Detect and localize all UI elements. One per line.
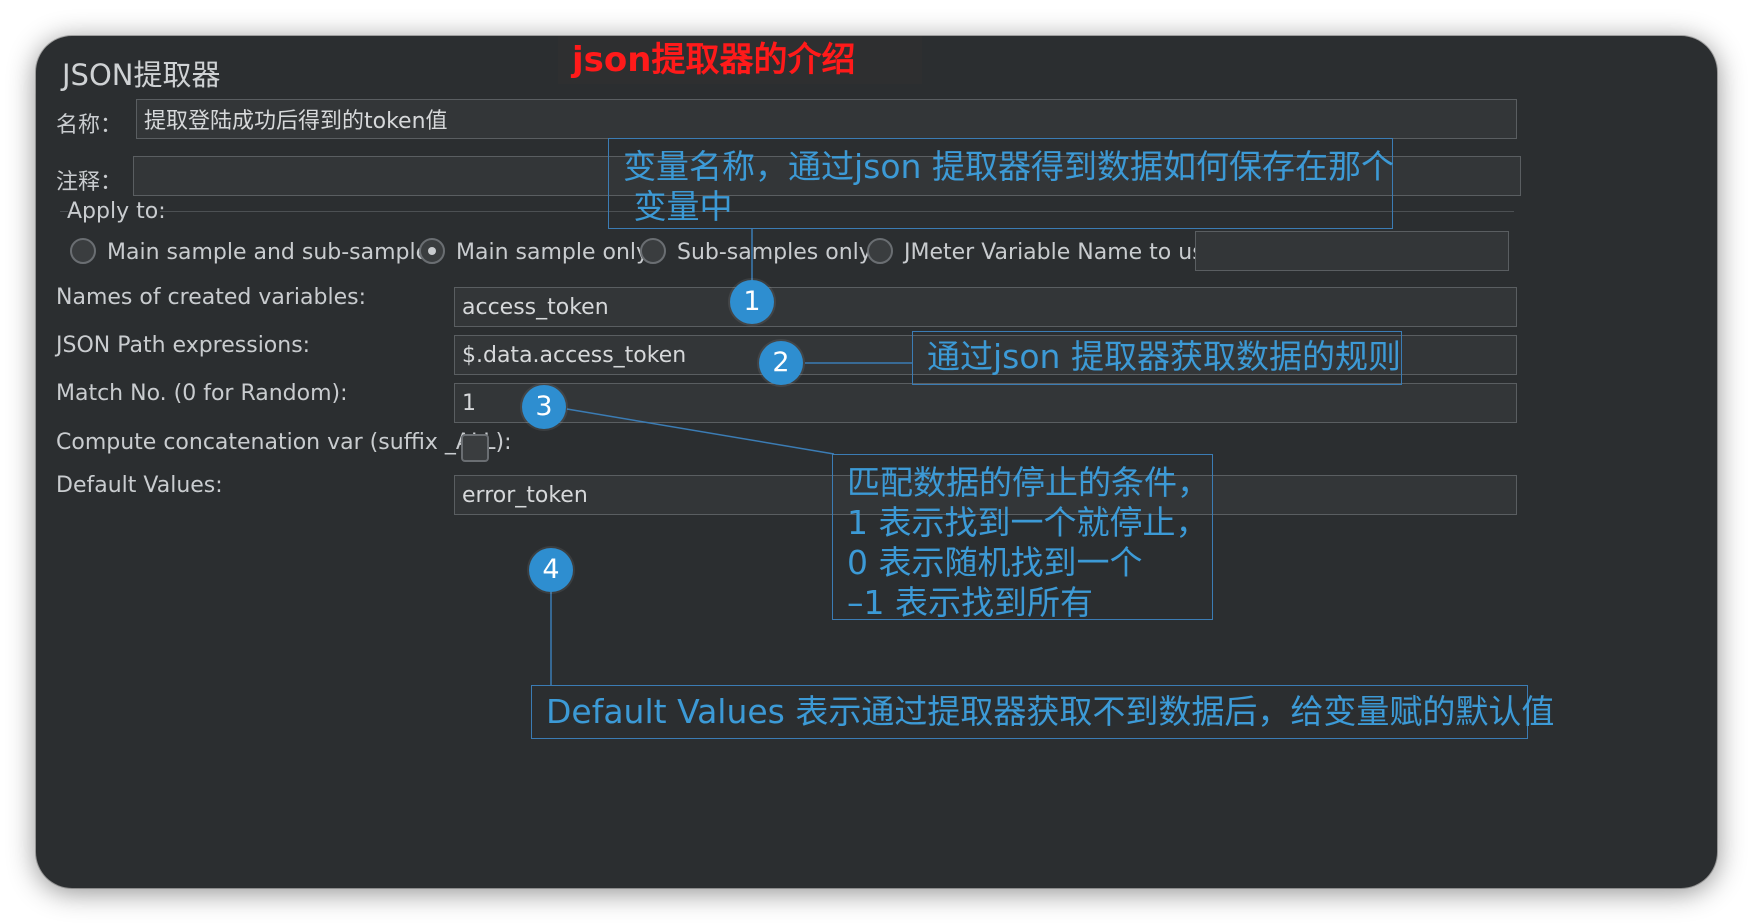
jmeter-variable-name-field[interactable] [1195,231,1509,271]
concat-checkbox[interactable] [461,434,489,462]
annotation-2-badge: 2 [759,341,803,385]
annotation-3-badge: 3 [522,385,566,429]
default-field[interactable]: error_token [454,475,1517,515]
group-border-left [60,211,68,212]
match-label: Match No. (0 for Random): [56,381,348,406]
radio-main-only-label[interactable]: Main sample only [456,240,650,265]
annotation-2-text: 通过json 提取器获取数据的规则 [927,337,1401,376]
radio-jmeter-variable[interactable] [867,238,893,264]
annotation-1-box: 变量名称，通过json 提取器得到数据如何保存在那个 变量中 [608,138,1394,229]
name-label: 名称： [56,113,123,138]
annotation-2-box: 通过json 提取器获取数据的规则 [912,331,1402,385]
concat-label: Compute concatenation var (suffix _ALL): [56,430,512,455]
comment-label: 注释： [56,170,123,195]
annotation-1-text: 变量名称，通过json 提取器得到数据如何保存在那个 变量中 [623,147,1394,226]
annotation-4-box: Default Values 表示通过提取器获取不到数据后，给变量赋的默认值 [531,685,1555,739]
json-extractor-panel: JSON提取器 json提取器的介绍 名称： 提取登陆成功后得到的token值 … [36,36,1717,888]
annotation-1-badge: 1 [730,280,774,324]
radio-sub-only[interactable] [640,238,666,264]
apply-to-label: Apply to: [67,199,166,224]
radio-sub-only-label[interactable]: Sub-samples only [677,240,872,265]
name-field[interactable]: 提取登陆成功后得到的token值 [136,99,1517,139]
annotation-4-badge: 4 [529,548,573,592]
names-field[interactable]: access_token [454,287,1517,327]
annotation-3-text: 匹配数据的停止的条件， 1 表示找到一个就停止， 0 表示随机找到一个 –1 表… [847,463,1210,622]
path-field[interactable]: $.data.access_token [454,335,1517,375]
caption-title: json提取器的介绍 [558,36,922,84]
radio-main-only[interactable] [419,238,445,264]
path-label: JSON Path expressions: [56,333,311,358]
annotation-3-box: 匹配数据的停止的条件， 1 表示找到一个就停止， 0 表示随机找到一个 –1 表… [832,454,1213,622]
radio-main-and-sub-label[interactable]: Main sample and sub-samples [107,240,441,265]
default-label: Default Values: [56,473,223,498]
panel-title: JSON提取器 [62,58,221,92]
annotation-4-text: Default Values 表示通过提取器获取不到数据后，给变量赋的默认值 [546,692,1555,731]
group-border-top [160,211,1514,212]
radio-main-and-sub[interactable] [70,238,96,264]
names-label: Names of created variables: [56,285,366,310]
comment-field[interactable] [133,156,1521,196]
radio-jmeter-variable-label[interactable]: JMeter Variable Name to use [904,240,1218,265]
match-field[interactable]: 1 [454,383,1517,423]
